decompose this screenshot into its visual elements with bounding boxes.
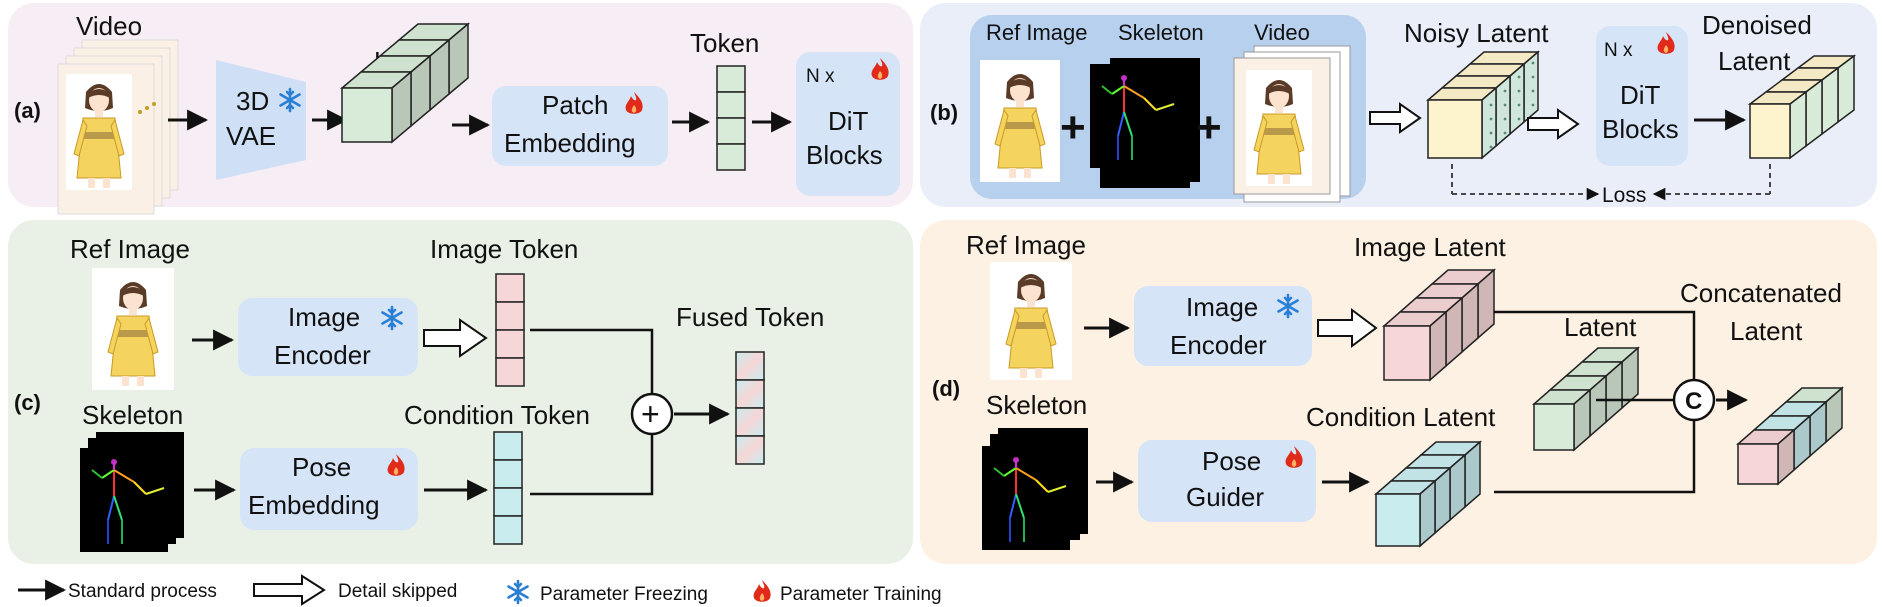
- panel-d-latent-cube: [1532, 346, 1640, 452]
- panel-a-token-label: Token: [690, 28, 759, 58]
- panel-c-ref-image-label: Ref Image: [70, 234, 190, 264]
- panel-d-ref-image-label: Ref Image: [966, 230, 1086, 260]
- panel-c-condition-token-stack: [493, 431, 523, 545]
- panel-c-add-symbol: +: [641, 396, 660, 432]
- svg-text:Blocks: Blocks: [806, 140, 883, 170]
- panel-a-video-label: Video: [76, 11, 142, 41]
- panel-c-background: [8, 220, 913, 564]
- svg-text:Blocks: Blocks: [1602, 114, 1679, 144]
- panel-d-skeleton-frames: [981, 428, 1088, 551]
- panel-a-dit-module: N x DiT Blocks: [796, 52, 900, 196]
- svg-text:Pose: Pose: [1202, 446, 1261, 476]
- panel-b-plus-2: +: [1196, 103, 1222, 152]
- panel-d-latent-label: Latent: [1564, 312, 1637, 342]
- panel-c-fused-token-stack: [735, 351, 765, 465]
- panel-b-dit-module: N x DiT Blocks: [1596, 26, 1688, 166]
- legend-training-label: Parameter Training: [780, 584, 942, 605]
- panel-a-latent-cube: [339, 22, 471, 144]
- skipped-arrow-inputs-to-noisy: [1369, 102, 1422, 134]
- panel-d-concat-label-1: Concatenated: [1680, 278, 1842, 308]
- legend-freezing-label: Parameter Freezing: [540, 584, 708, 605]
- panel-b-plus-1: +: [1060, 103, 1086, 152]
- panel-d-condition-latent-label: Condition Latent: [1306, 402, 1496, 432]
- svg-text:Encoder: Encoder: [1170, 330, 1267, 360]
- svg-text:Embedding: Embedding: [248, 490, 380, 520]
- panel-d-ref-image: [990, 262, 1072, 381]
- svg-text:Image: Image: [1186, 292, 1258, 322]
- svg-text:Image: Image: [288, 302, 360, 332]
- svg-text:DiT: DiT: [828, 106, 869, 136]
- panel-b-noisy-latent-label: Noisy Latent: [1404, 18, 1549, 48]
- panel-d-concat-lines: [1494, 310, 1696, 494]
- panel-d-concat-symbol: C: [1685, 388, 1702, 415]
- panel-b-skeleton-label: Skeleton: [1118, 20, 1204, 45]
- skipped-arrow-noisy-to-dit: [1527, 108, 1580, 140]
- svg-text:Pose: Pose: [292, 452, 351, 482]
- legend: Standard process Detail skipped Paramete…: [18, 574, 942, 606]
- panel-b-skeleton-frames: [1089, 58, 1200, 188]
- panel-a-tag: (a): [14, 98, 41, 123]
- svg-text:Encoder: Encoder: [274, 340, 371, 370]
- panel-b-video-frames: [1233, 45, 1351, 203]
- panel-d-skeleton-label: Skeleton: [986, 390, 1087, 420]
- svg-text:3D: 3D: [236, 86, 269, 116]
- fire-icon: [753, 580, 771, 602]
- panel-b-denoised-label-2: Latent: [1718, 46, 1791, 76]
- panel-c-skeleton-frames: [79, 432, 184, 553]
- panel-c-tag: (c): [14, 390, 41, 415]
- panel-b-noisy-latent-cube: [1425, 50, 1541, 160]
- panel-b-ref-image-label: Ref Image: [986, 20, 1088, 45]
- legend-skipped-arrow: [253, 574, 326, 606]
- legend-standard-label: Standard process: [68, 581, 217, 602]
- panel-b-loss-label: Loss: [1602, 184, 1646, 207]
- panel-b-loss-connector: [1451, 164, 1771, 201]
- panel-d-concat-label-2: Latent: [1730, 316, 1803, 346]
- panel-a-video-frames: [57, 39, 179, 215]
- panel-b-denoised-latent-cube: [1747, 54, 1857, 160]
- panel-c-fused-token-label: Fused Token: [676, 302, 824, 332]
- panel-c-add-operator: [630, 392, 674, 436]
- panel-d-tag: (d): [932, 376, 960, 401]
- panel-a-token-stack: [716, 65, 746, 171]
- svg-text:Embedding: Embedding: [504, 128, 636, 158]
- panel-c-image-token-label: Image Token: [430, 234, 578, 264]
- skipped-arrow-encoder-to-image-token: [423, 318, 488, 358]
- panel-b-denoised-label-1: Denoised: [1702, 10, 1812, 40]
- vae-module: 3D VAE: [216, 60, 306, 180]
- svg-text:Guider: Guider: [1186, 482, 1264, 512]
- panel-c-image-encoder: Image Encoder: [238, 298, 418, 376]
- panel-d-concat-operator: [1672, 378, 1716, 422]
- panel-c-image-token-stack: [495, 273, 525, 387]
- svg-text:DiT: DiT: [1620, 80, 1661, 110]
- panel-c-fusion-lines: [530, 328, 654, 496]
- svg-text:N x: N x: [1604, 40, 1633, 61]
- panel-d-image-encoder: Image Encoder: [1134, 286, 1312, 366]
- panel-c-ref-image: [92, 268, 174, 390]
- svg-text:Patch: Patch: [542, 90, 609, 120]
- panel-d-image-latent-cube: [1382, 268, 1496, 382]
- snowflake-icon: [507, 579, 529, 605]
- panel-b-ref-image: [980, 60, 1060, 182]
- panel-b-tag: (b): [930, 100, 958, 125]
- skipped-arrow-d-encoder-to-image-latent: [1317, 308, 1378, 348]
- svg-text:N x: N x: [806, 66, 835, 87]
- panel-c-pose-embedding: Pose Embedding: [240, 448, 418, 530]
- svg-text:VAE: VAE: [226, 121, 276, 151]
- panel-d-condition-latent-cube: [1373, 440, 1483, 548]
- panel-d-concatenated-latent-cube: [1736, 386, 1844, 486]
- panel-d-pose-guider: Pose Guider: [1138, 440, 1316, 522]
- panel-c-skeleton-label: Skeleton: [82, 400, 183, 430]
- panel-d-image-latent-label: Image Latent: [1354, 232, 1507, 262]
- legend-skipped-label: Detail skipped: [338, 581, 457, 602]
- panel-c-condition-token-label: Condition Token: [404, 400, 590, 430]
- patch-embedding-module: Patch Embedding: [492, 86, 668, 166]
- panel-b-video-label: Video: [1254, 20, 1310, 45]
